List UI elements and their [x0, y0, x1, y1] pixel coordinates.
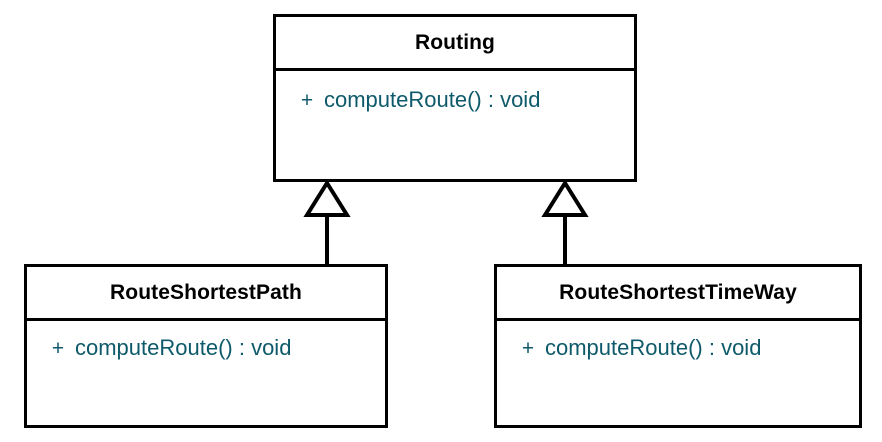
- class-member-row: + computeRoute() : void: [497, 335, 859, 361]
- class-name-label: Routing: [414, 30, 495, 54]
- hollow-triangle-arrowhead-icon: [541, 179, 589, 217]
- uml-class-route-shortest-path[interactable]: RouteShortestPath + computeRoute() : voi…: [24, 264, 388, 428]
- member-signature-label: computeRoute() : void: [545, 335, 762, 360]
- class-name-label: RouteShortestTimeWay: [559, 280, 797, 304]
- member-visibility-marker: +: [521, 337, 535, 360]
- uml-class-route-shortest-time-way[interactable]: RouteShortestTimeWay + computeRoute() : …: [494, 264, 862, 428]
- class-members-compartment: + computeRoute() : void: [27, 321, 385, 425]
- member-visibility-marker: +: [300, 89, 314, 112]
- generalization-left[interactable]: [303, 179, 351, 265]
- class-member-row: + computeRoute() : void: [276, 87, 634, 113]
- generalization-right[interactable]: [541, 179, 589, 265]
- class-name-compartment: RouteShortestPath: [27, 267, 385, 321]
- class-name-compartment: Routing: [276, 17, 634, 71]
- member-signature-label: computeRoute() : void: [324, 87, 541, 112]
- class-members-compartment: + computeRoute() : void: [276, 71, 634, 179]
- class-member-row: + computeRoute() : void: [27, 335, 385, 361]
- member-visibility-marker: +: [51, 337, 65, 360]
- class-name-label: RouteShortestPath: [110, 280, 302, 304]
- uml-class-routing[interactable]: Routing + computeRoute() : void: [273, 14, 637, 182]
- class-members-compartment: + computeRoute() : void: [497, 321, 859, 425]
- member-signature-label: computeRoute() : void: [75, 335, 292, 360]
- hollow-triangle-arrowhead-icon: [303, 179, 351, 217]
- class-name-compartment: RouteShortestTimeWay: [497, 267, 859, 321]
